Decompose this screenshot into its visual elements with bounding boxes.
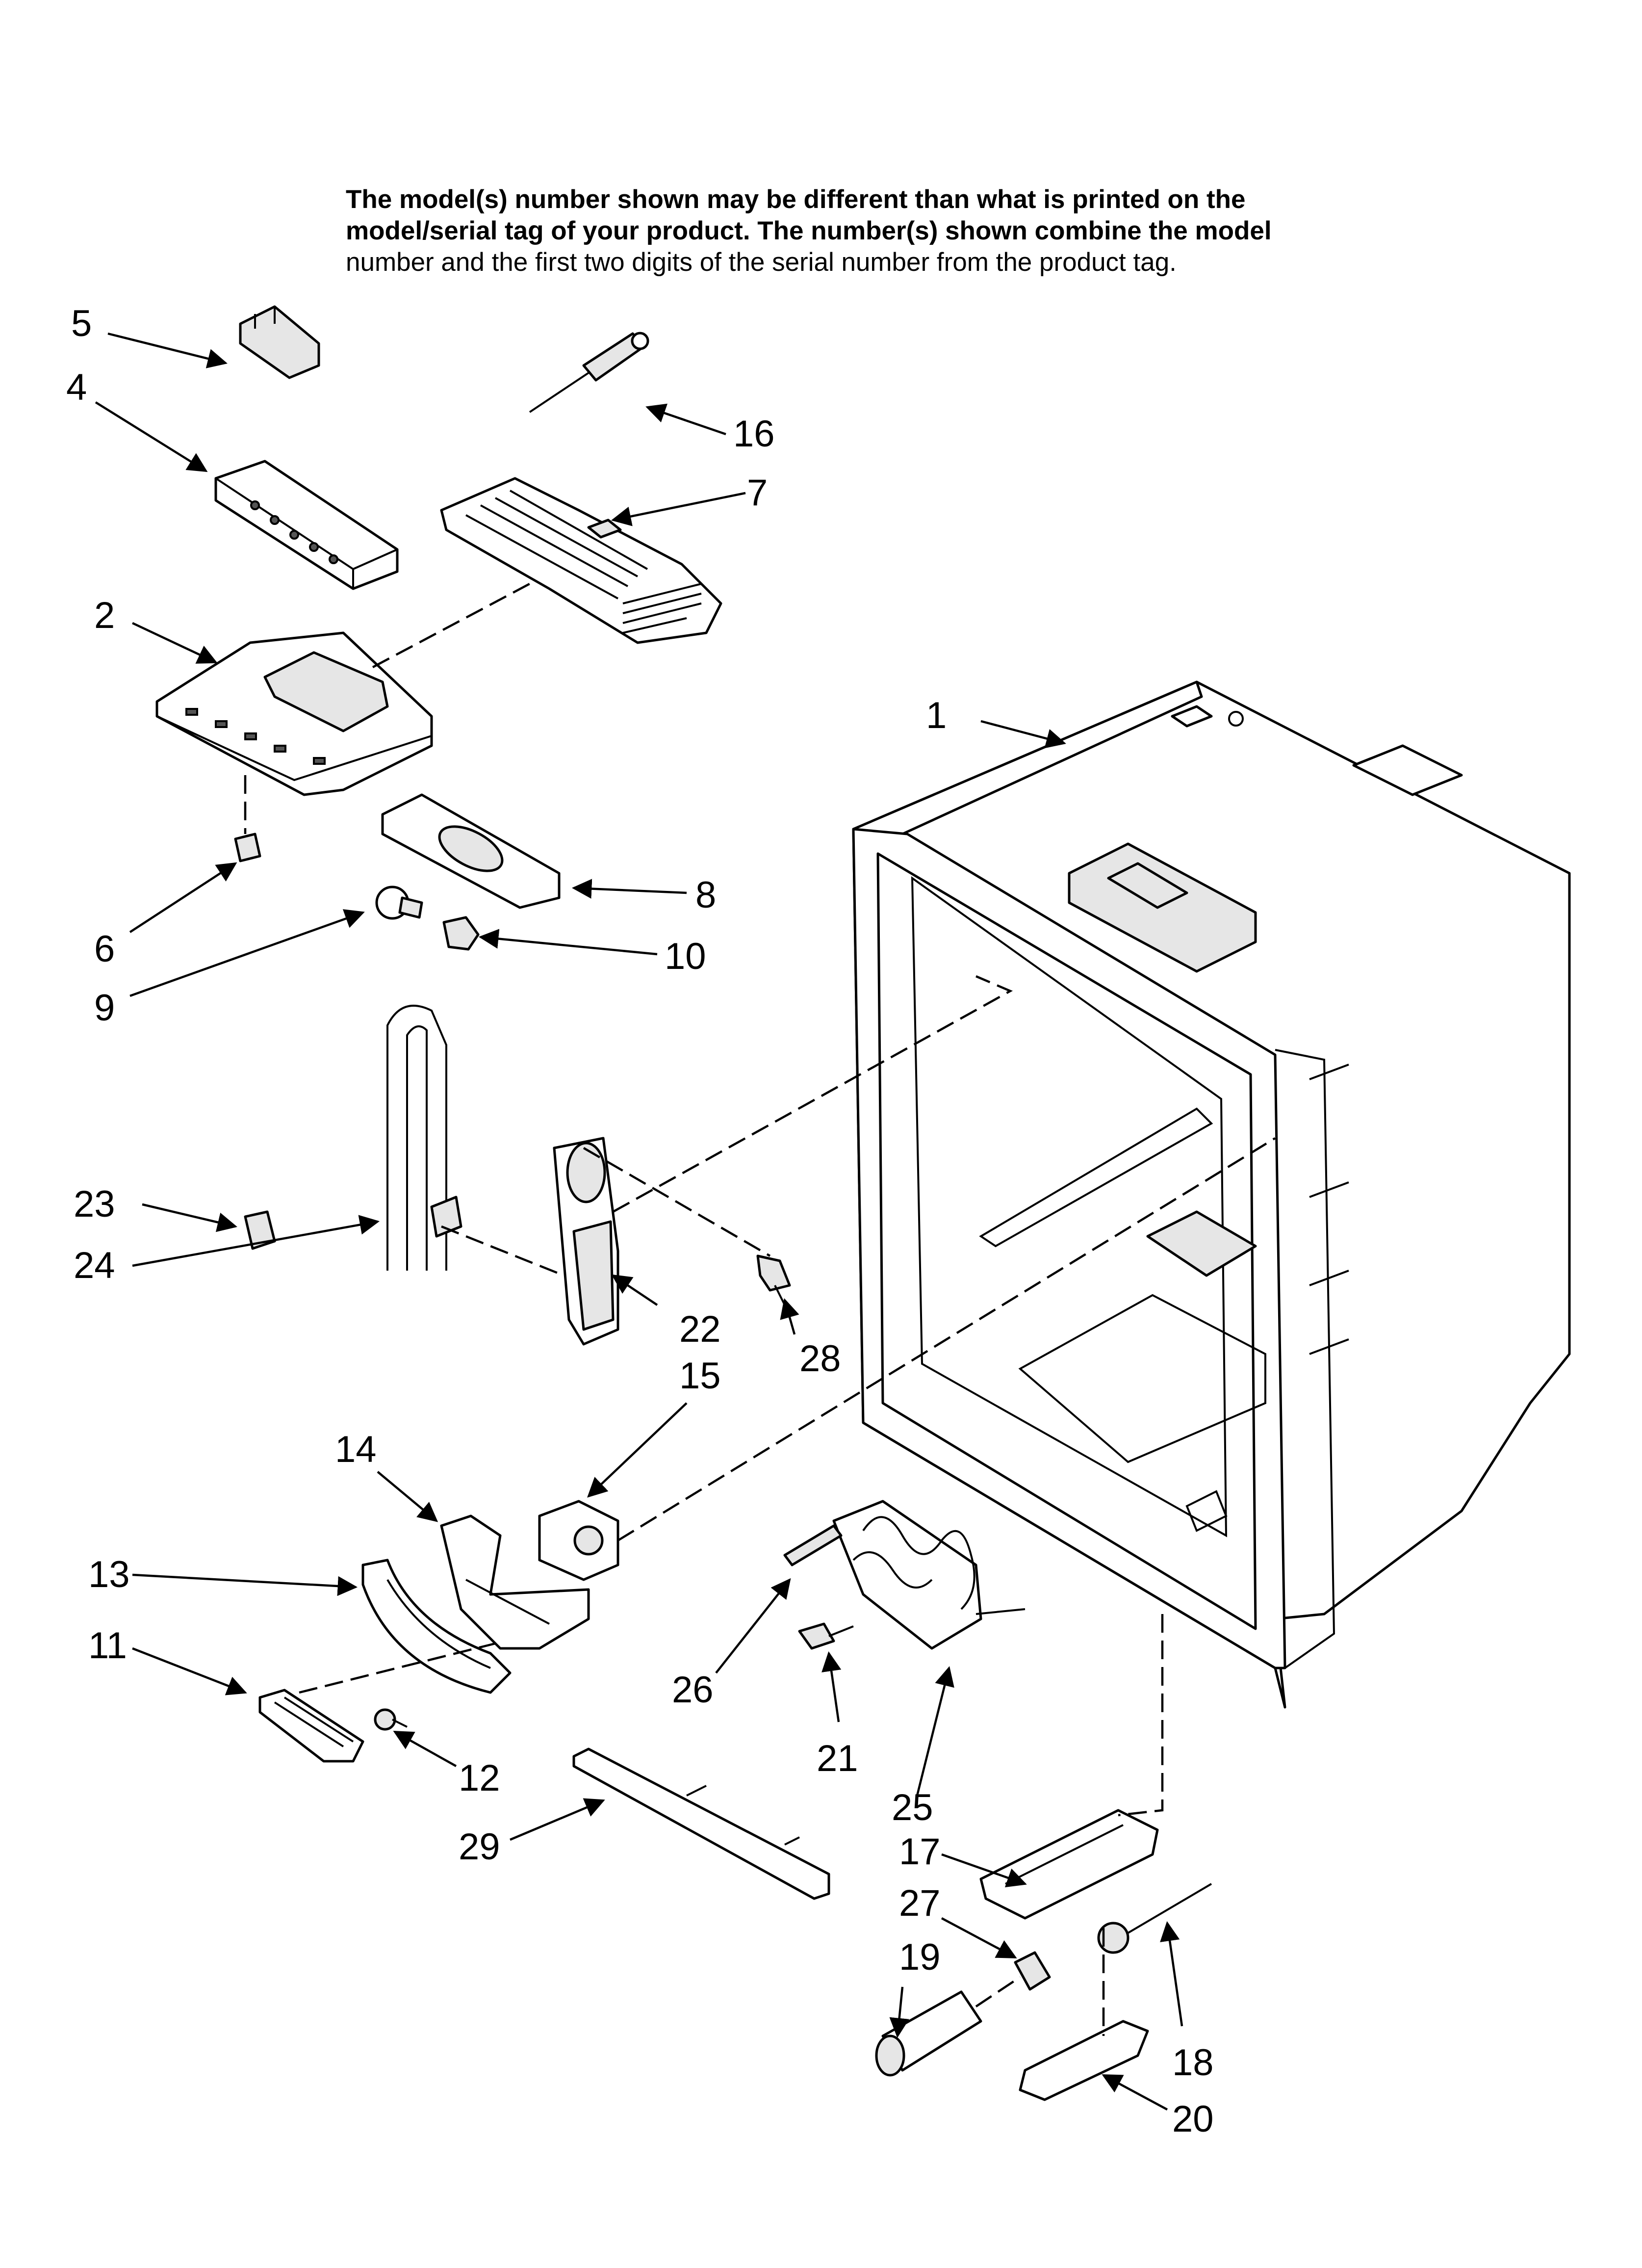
part-1-liner [852,680,1571,1709]
callout-20: 20 [1172,2098,1214,2140]
callout-5: 5 [71,303,92,344]
part-22-duct [553,1137,619,1346]
part-7-evaporator-cover [440,477,722,644]
part-14-housing [440,1514,590,1650]
callout-25: 25 [892,1787,933,1828]
callout-28: 28 [799,1338,841,1380]
callout-23: 23 [74,1183,115,1225]
notice-line-3: number and the first two digits of the s… [346,248,1177,277]
part-28-screw [756,1254,791,1305]
callout-15: 15 [679,1355,721,1397]
part-10-socket [442,916,480,951]
part-20-cover [1019,2020,1149,2101]
callout-26: 26 [672,1669,714,1711]
callout-13: 13 [88,1554,130,1595]
callout-10: 10 [665,936,706,977]
part-5-cover [239,305,320,379]
part-19-filter [875,1990,982,2077]
part-4-housing [214,460,399,590]
callout-12: 12 [459,1757,500,1799]
part-8-lamp-housing [381,793,561,909]
part-26-probe [783,1524,843,1566]
callout-19: 19 [899,1936,941,1978]
part-21-screw [798,1622,854,1650]
notice-line-1: The model(s) number shown may be differe… [346,185,1246,214]
callout-1: 1 [926,695,947,736]
callout-17: 17 [899,1831,941,1873]
callout-14: 14 [335,1429,377,1470]
part-6-switch [234,833,261,862]
part-24-tube [386,1005,462,1271]
callout-27: 27 [899,1882,941,1924]
part-17-bracket [979,1809,1159,1920]
callout-4: 4 [66,366,87,408]
part-2-control-housing [155,631,433,796]
alignment-lines [244,583,1276,2036]
callout-24: 24 [74,1245,115,1286]
callout-21: 21 [817,1738,858,1779]
part-16-thermistor [529,332,649,413]
model-number-notice: The model(s) number shown may be differe… [346,184,1523,278]
callout-6: 6 [94,928,115,970]
callout-11: 11 [88,1625,127,1667]
part-13-bracket [361,1559,512,1694]
part-25-heater-assembly [832,1500,1026,1650]
callout-2: 2 [94,595,115,636]
part-12-screw [374,1708,408,1731]
leader-lines [95,332,1183,2111]
part-18-valve [1097,1883,1212,1954]
notice-line-2: model/serial tag of your product. The nu… [346,216,1272,245]
part-29-rail [572,1747,830,1900]
callout-8: 8 [695,874,716,916]
callout-18: 18 [1172,2042,1214,2084]
part-11-grille [258,1689,364,1763]
callout-numbers: 1 2 4 5 6 7 8 9 10 11 12 13 14 15 16 17 … [66,303,1214,2140]
callout-7: 7 [747,472,768,514]
part-9-bulb [375,886,423,920]
callout-29: 29 [459,1826,500,1868]
callout-16: 16 [733,413,775,455]
callout-9: 9 [94,987,115,1029]
callout-22: 22 [679,1308,721,1350]
part-27-adapter [1014,1951,1051,1991]
part-15-damper [538,1500,619,1581]
